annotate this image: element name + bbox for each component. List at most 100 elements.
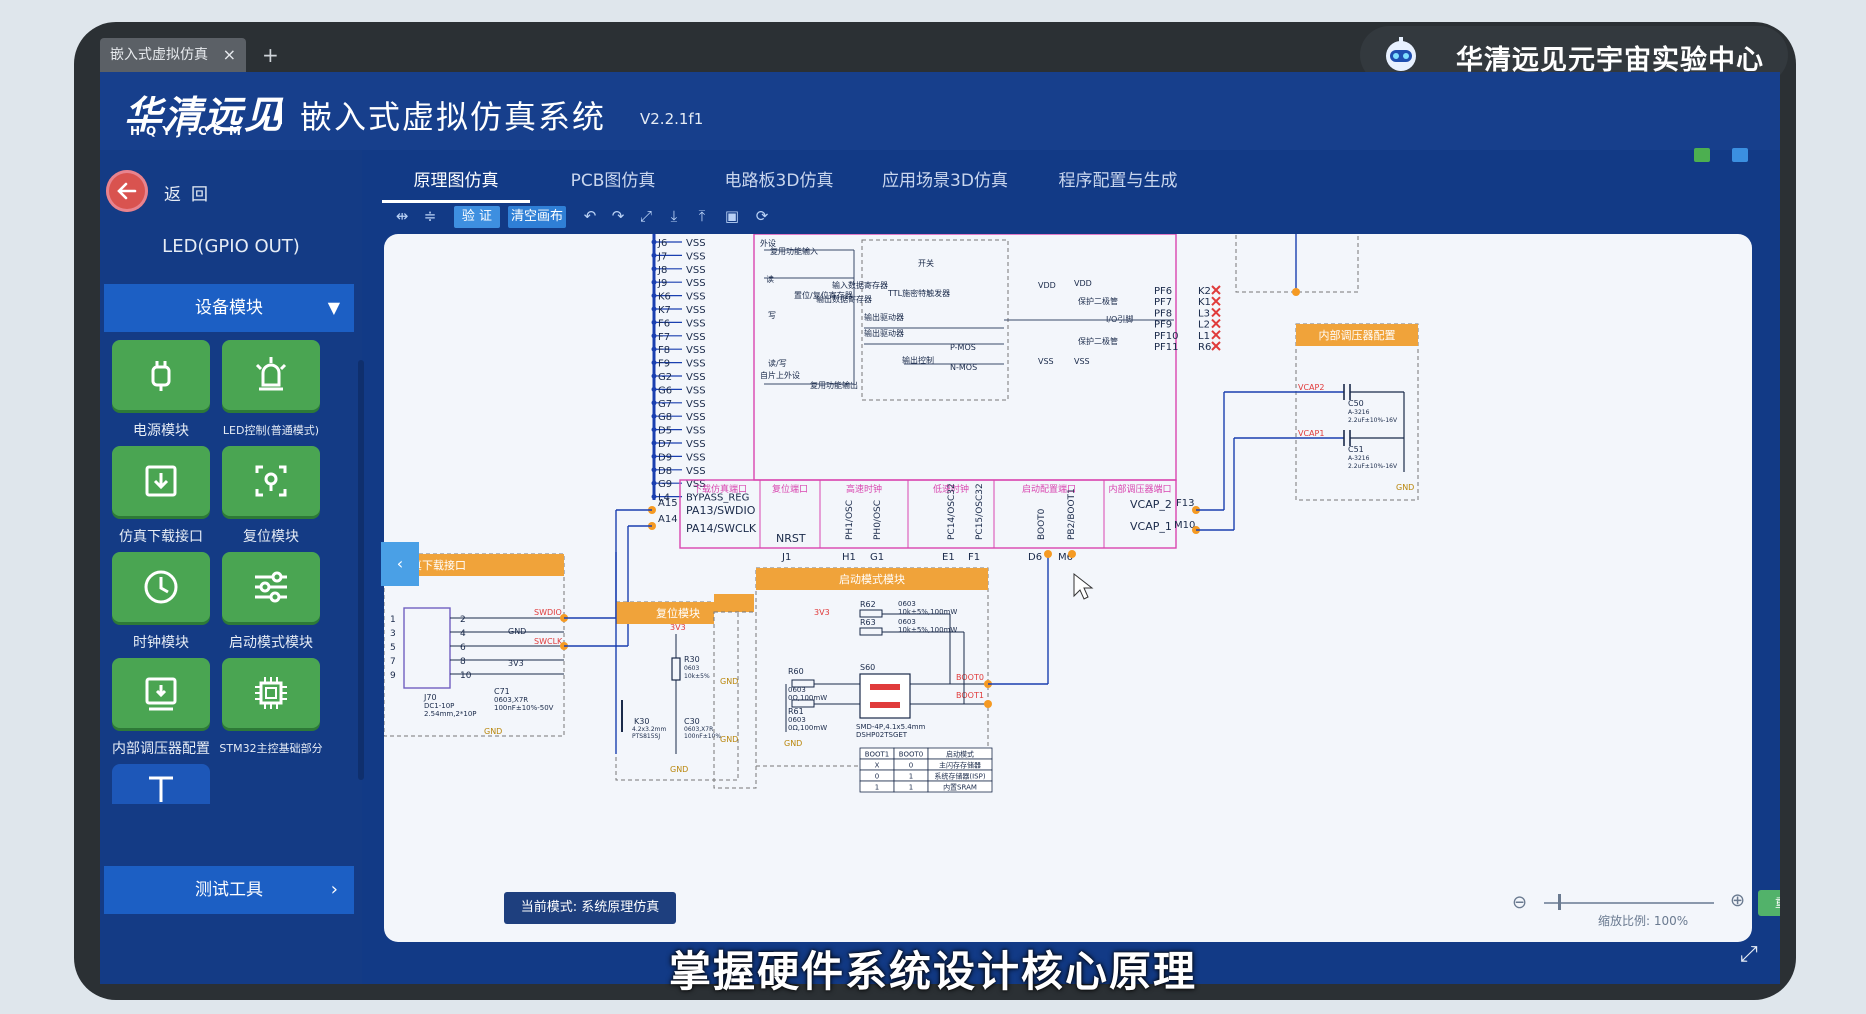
zoom-slider[interactable] [1544, 902, 1714, 904]
import-icon[interactable]: ⤓ [670, 207, 678, 225]
tab-pcb[interactable]: PCB图仿真 [570, 171, 656, 191]
reset-canvas-button[interactable]: 重置画布 [1758, 890, 1780, 916]
browser-tab[interactable]: 嵌入式虚拟仿真 × [100, 38, 246, 72]
pin-net-label: VSS [686, 426, 706, 437]
boot-table-value: 主闪存存储器 [939, 761, 981, 770]
module-debug-download[interactable] [112, 446, 210, 516]
refresh-icon[interactable]: ⟳ [755, 207, 769, 225]
pin-net-label: VSS [686, 332, 706, 343]
block-header-tab [714, 594, 754, 612]
boot-mode-header [756, 568, 988, 590]
gnd-label: GND [720, 735, 738, 744]
module-reset[interactable] [222, 446, 320, 516]
tab-board-3d[interactable]: 电路板3D仿真 [724, 171, 834, 191]
zoom-in-icon[interactable]: ⊕ [1730, 890, 1746, 911]
module-label: 仿真下载接口 [119, 529, 203, 545]
reset-part-label: K30 [634, 717, 649, 726]
pin-label: J8 [657, 265, 667, 276]
app-header: 华清远见 HQYJ.COM 嵌入式虚拟仿真系统 V2.2.1f1 [100, 72, 1780, 150]
pin-label: K7 [658, 305, 671, 316]
module-label: 内部调压器配置 [112, 741, 210, 757]
gpio-label: VSS [1038, 357, 1054, 366]
pin-label: F7 [658, 332, 670, 343]
sidebar: 返回 LED(GPIO OUT) 设备模块 ▼ 电源模块 LED控制(普通模式)… [100, 150, 364, 984]
export-icon[interactable]: ⤒ [698, 207, 706, 225]
align-icon[interactable]: ⇹ [395, 207, 409, 225]
gnd-label: GND [784, 739, 802, 748]
new-tab-icon[interactable]: + [262, 43, 279, 67]
chip-icon [255, 677, 287, 709]
signal-pin-id: D6 [1028, 552, 1042, 563]
mouse-cursor-icon [1073, 572, 1094, 600]
expand-icon[interactable]: ⤢ [1740, 942, 1758, 967]
cap-name: C51 [1348, 445, 1364, 454]
regulator-title: 内部调压器配置 [1319, 328, 1396, 342]
module-regulator[interactable] [112, 658, 210, 728]
signal-label: PA13/SWDIO [686, 504, 756, 517]
boot-part-label: 0603 [788, 716, 806, 724]
zoom-out-icon[interactable]: ⊖ [1512, 892, 1528, 913]
fit-view-icon[interactable]: ⤢ [639, 207, 652, 225]
reset-header [616, 602, 714, 624]
boot-mode-title: 启动模式模块 [839, 573, 905, 586]
boot-table-value: 1 [909, 773, 913, 781]
spreadsheet-icon[interactable] [1694, 148, 1710, 162]
pin-label: K6 [658, 292, 671, 303]
verify-button[interactable]: 验 证 [454, 206, 500, 228]
pf-pin-label: PF11 [1154, 342, 1179, 353]
pin-label: G2 [658, 372, 672, 383]
reset-part-label: 0603 [684, 665, 699, 672]
pin-net-label: VSS [686, 412, 706, 423]
module-boot-mode[interactable] [222, 552, 320, 622]
signal-label: PA14/SWCLK [686, 522, 757, 535]
redo-icon[interactable]: ↷ [611, 207, 625, 225]
module-stm32-core[interactable] [222, 658, 320, 728]
no-connect-mark [1211, 318, 1221, 329]
clear-canvas-button[interactable]: 清空画布 [508, 206, 566, 228]
reset-icon [255, 465, 287, 497]
close-icon[interactable]: × [222, 45, 236, 64]
reset-part-label: 3V3 [670, 623, 686, 632]
debug-part-label: 2.54mm,2*10P [424, 710, 477, 718]
module-power[interactable] [112, 340, 210, 410]
port-section-header: 复位端口 [772, 483, 808, 495]
test-tools-section[interactable]: 测试工具 › [104, 866, 354, 914]
cap-package: A-3216 [1348, 409, 1370, 416]
clock-box-partial [713, 611, 757, 789]
back-label[interactable]: 返回 [164, 185, 218, 205]
distribute-icon[interactable]: ≑ [423, 207, 437, 225]
module-partial[interactable] [112, 764, 210, 804]
fullscreen-toggle-icon[interactable] [1732, 148, 1748, 162]
boot-table-header: BOOT0 [899, 751, 923, 759]
reset-part-label: PTS815SJ [632, 733, 660, 740]
device-module-section[interactable]: 设备模块 ▼ [104, 284, 354, 332]
pin-net-label: VSS [686, 238, 706, 249]
collapse-panel-button[interactable]: ‹ [381, 542, 419, 586]
connector-pin-number: 2 [460, 615, 466, 625]
connector-pin-number: 8 [460, 657, 466, 667]
undo-icon[interactable]: ↶ [583, 207, 597, 225]
tab-scene-3d[interactable]: 应用场景3D仿真 [882, 171, 1008, 191]
tab-schematic[interactable]: 原理图仿真 [382, 162, 530, 203]
pin-net-label: VSS [686, 466, 706, 477]
back-button[interactable] [106, 170, 148, 212]
module-clock[interactable] [112, 552, 210, 622]
module-led[interactable] [222, 340, 320, 410]
signal-pin-id: M6 [1058, 552, 1073, 563]
gpio-label: VDD [1038, 281, 1056, 290]
reset-part-label: 0603,X7R [684, 726, 713, 733]
tab-program-config[interactable]: 程序配置与生成 [1058, 171, 1178, 191]
boot-part-label: 0Ω,100mW [788, 694, 827, 702]
signal-label-vertical: BOOT0 [1037, 508, 1047, 540]
cap-value: 2.2uF±10%-16V [1348, 463, 1398, 470]
sidebar-scrollbar[interactable] [358, 360, 364, 780]
boot-part-label: 3V3 [814, 608, 830, 617]
no-connect-mark [1211, 341, 1221, 351]
pin-net-label: VSS [686, 399, 706, 410]
pin-label: F8 [658, 345, 670, 356]
save-icon[interactable]: ▣ [724, 207, 740, 225]
zoom-slider-handle[interactable] [1558, 894, 1561, 910]
sliders-icon [255, 571, 287, 603]
